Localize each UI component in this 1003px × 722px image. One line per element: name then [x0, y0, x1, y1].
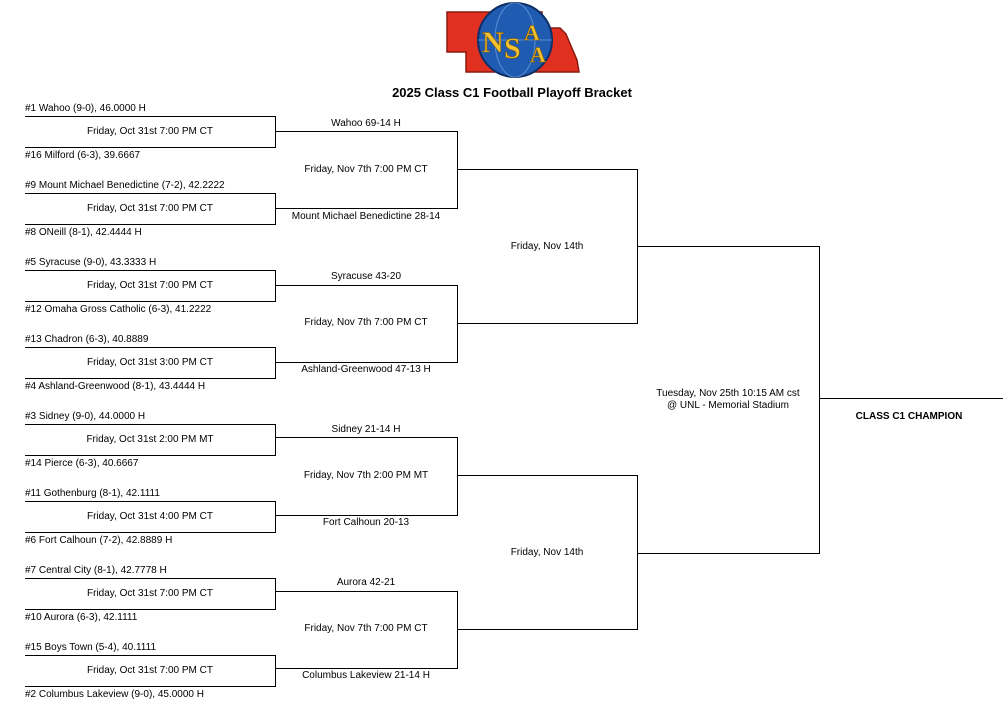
r1-match-5-line — [25, 424, 276, 456]
qf-result-bottom: Columbus Lakeview 21-14 H — [302, 670, 430, 681]
logo-letter-n: N — [482, 26, 504, 59]
qf-result-top: Syracuse 43-20 — [330, 271, 402, 282]
final-venue: @ UNL - Memorial Stadium — [666, 400, 790, 411]
qf-result-top: Sidney 21-14 H — [331, 424, 401, 435]
sf-match-date: Friday, Nov 14th — [510, 547, 584, 558]
r1-team-seed-8: #8 ONeill (8-1), 42.4444 H — [25, 227, 142, 238]
r1-team-seed-4: #4 Ashland-Greenwood (8-1), 43.4444 H — [25, 381, 206, 392]
nsaa-logo: N S A A — [446, 2, 580, 78]
r1-match-date: Friday, Oct 31st 7:00 PM CT — [87, 126, 213, 137]
r1-match-date: Friday, Oct 31st 4:00 PM CT — [87, 511, 213, 522]
qf-result-bottom: Fort Calhoun 20-13 — [322, 517, 410, 528]
champion-label: CLASS C1 CHAMPION — [855, 411, 963, 422]
logo-letter-s: S — [504, 32, 521, 65]
r1-match-date: Friday, Oct 31st 7:00 PM CT — [87, 280, 213, 291]
qf-match-3-line — [275, 437, 458, 516]
r1-team-seed-16: #16 Milford (6-3), 39.6667 — [25, 150, 141, 161]
r1-team-seed-14: #14 Pierce (6-3), 40.6667 — [25, 458, 139, 469]
r1-match-date: Friday, Oct 31st 7:00 PM CT — [87, 665, 213, 676]
r1-match-7-line — [25, 578, 276, 610]
r1-team-seed-9: #9 Mount Michael Benedictine (7-2), 42.2… — [25, 180, 225, 191]
r1-team-seed-13: #13 Chadron (6-3), 40.8889 — [25, 334, 149, 345]
logo-letter-a2: A — [530, 42, 546, 67]
final-match-date: Tuesday, Nov 25th 10:15 AM cst — [656, 388, 800, 399]
final-match-line — [637, 246, 820, 554]
r1-team-seed-7: #7 Central City (8-1), 42.7778 H — [25, 565, 167, 576]
r1-team-seed-3: #3 Sidney (9-0), 44.0000 H — [25, 411, 146, 422]
r1-match-date: Friday, Oct 31st 7:00 PM CT — [87, 588, 213, 599]
qf-result-bottom: Mount Michael Benedictine 28-14 — [291, 211, 441, 222]
r1-team-seed-11: #11 Gothenburg (8-1), 42.1111 — [25, 488, 160, 499]
r1-match-6-line — [25, 501, 276, 533]
sf-match-2-line — [457, 475, 638, 630]
r1-match-date: Friday, Oct 31st 7:00 PM CT — [87, 203, 213, 214]
qf-result-top: Aurora 42-21 — [336, 577, 396, 588]
r1-team-seed-2: #2 Columbus Lakeview (9-0), 45.0000 H — [25, 689, 204, 700]
bracket-title: 2025 Class C1 Football Playoff Bracket — [392, 85, 632, 100]
sf-match-date: Friday, Nov 14th — [510, 241, 584, 252]
r1-team-seed-5: #5 Syracuse (9-0), 43.3333 H — [25, 257, 157, 268]
qf-result-bottom: Ashland-Greenwood 47-13 H — [301, 364, 431, 375]
r1-team-seed-10: #10 Aurora (6-3), 42.1111 — [25, 612, 138, 623]
logo-letter-a1: A — [524, 20, 540, 45]
r1-match-date: Friday, Oct 31st 2:00 PM MT — [86, 434, 214, 445]
r1-match-8-line — [25, 655, 276, 687]
qf-match-date: Friday, Nov 7th 7:00 PM CT — [304, 317, 428, 328]
qf-result-top: Wahoo 69-14 H — [331, 118, 401, 129]
r1-team-seed-1: #1 Wahoo (9-0), 46.0000 H — [25, 103, 146, 114]
qf-match-date: Friday, Nov 7th 2:00 PM MT — [303, 470, 429, 481]
r1-team-seed-12: #12 Omaha Gross Catholic (6-3), 41.2222 — [25, 304, 212, 315]
r1-team-seed-6: #6 Fort Calhoun (7-2), 42.8889 H — [25, 535, 173, 546]
r1-match-date: Friday, Oct 31st 3:00 PM CT — [87, 357, 213, 368]
qf-match-date: Friday, Nov 7th 7:00 PM CT — [304, 623, 428, 634]
qf-match-date: Friday, Nov 7th 7:00 PM CT — [304, 164, 428, 175]
r1-team-seed-15: #15 Boys Town (5-4), 40.1111 — [25, 642, 157, 653]
